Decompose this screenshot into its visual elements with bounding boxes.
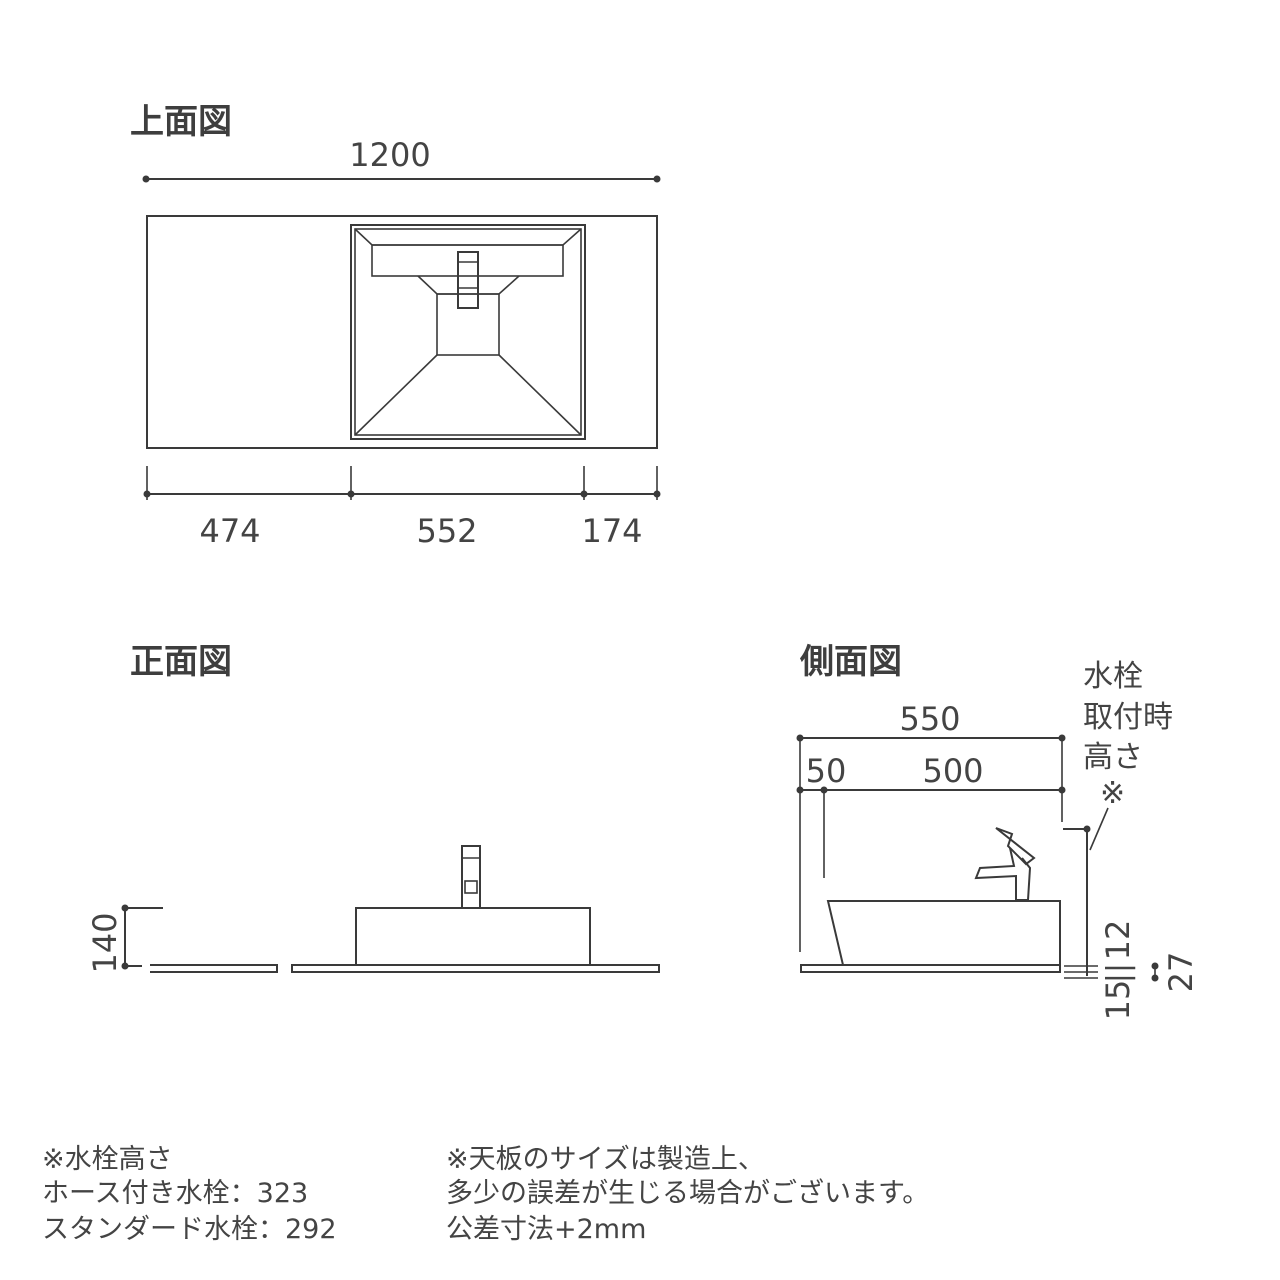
tolerance-note-line2: 多少の誤差が生じる場合がございます。 (446, 1178, 929, 1209)
basin-slope-upper (417, 275, 520, 295)
basin-top (350, 224, 586, 440)
dimension-dot (1083, 825, 1091, 833)
segment-left-label: 474 (199, 512, 260, 550)
dimension-dot (121, 904, 129, 912)
basin-outer-rim (350, 224, 586, 440)
dimension-dot (347, 490, 355, 498)
thickness-base-label: 15 (1099, 980, 1137, 1021)
dimension-dot (653, 175, 661, 183)
basin-front (355, 907, 591, 967)
dimension-dot (121, 962, 129, 970)
dimension-dot (820, 786, 828, 794)
segment-right-label: 174 (581, 512, 642, 550)
countertop-side-section (800, 964, 1061, 973)
countertop-outline (146, 215, 658, 449)
side-depth-total-label: 550 (899, 700, 960, 738)
faucet-label-mark: ※ (1100, 776, 1125, 811)
basin-inner-rim (354, 228, 582, 436)
dimension-dot (653, 490, 661, 498)
dimension-dot (143, 490, 151, 498)
tolerance-note-line3: 公差寸法+2mm (446, 1214, 646, 1245)
countertop-left-section (150, 964, 278, 973)
basin-slope-right (498, 354, 582, 436)
segment-center-label: 552 (416, 512, 477, 550)
side-view: 側面図 水栓 取付時 高さ ※ 550 50 500 (796, 642, 1200, 1021)
basin-side (826, 900, 1061, 966)
tolerance-note-line1: ※天板のサイズは製造上、 (446, 1144, 765, 1175)
side-bowl-depth-label: 500 (922, 752, 983, 790)
thickness-equals-mark: || (1101, 963, 1136, 983)
faucet-deck (371, 244, 564, 277)
basin-back-slope (354, 228, 582, 246)
dimension-dot (580, 490, 588, 498)
front-height-label: 140 (86, 912, 124, 973)
front-view: 正面図 140 (86, 642, 660, 974)
top-view: 上面図 1200 474 (130, 102, 661, 550)
leader-line (1089, 807, 1109, 851)
faucet-top-icon (457, 251, 479, 309)
countertop-right-section (291, 964, 660, 973)
thickness-top-label: 12 (1099, 920, 1137, 961)
basin-slope-left (354, 354, 438, 436)
thickness-total-label: 27 (1162, 952, 1200, 993)
faucet-side-icon (974, 827, 1036, 901)
faucet-note-heading: ※水栓高さ (42, 1144, 173, 1175)
faucet-note-hose: ホース付き水栓：323 (42, 1178, 308, 1209)
notes: ※水栓高さ ホース付き水栓：323 スタンダード水栓：292 ※天板のサイズは製… (42, 1144, 929, 1245)
side-view-title: 側面図 (799, 642, 902, 682)
faucet-label-line3: 高さ (1083, 740, 1143, 775)
basin-drain-floor (436, 293, 500, 356)
faucet-label-line2: 取付時 (1083, 700, 1173, 735)
top-view-title: 上面図 (130, 102, 232, 142)
overall-width-label: 1200 (349, 136, 430, 174)
front-view-title: 正面図 (130, 642, 232, 682)
faucet-front-icon (461, 845, 481, 909)
faucet-label-line1: 水栓 (1083, 659, 1143, 694)
side-offset-label: 50 (806, 752, 847, 790)
dimension-dot (142, 175, 150, 183)
faucet-note-standard: スタンダード水栓：292 (42, 1214, 337, 1245)
